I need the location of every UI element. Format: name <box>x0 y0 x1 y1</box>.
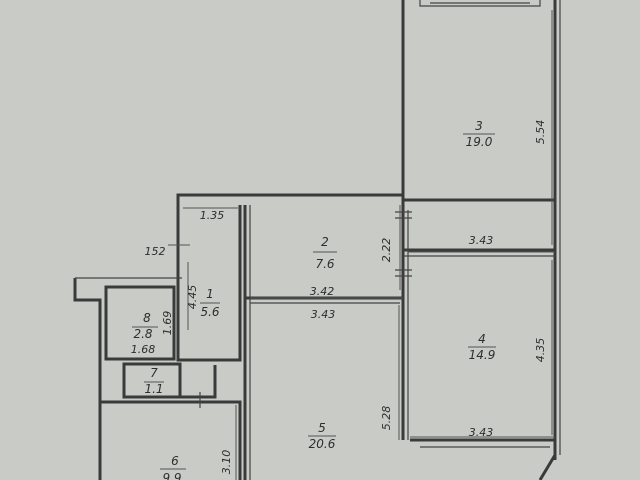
dim-222: 2.22 <box>380 238 393 263</box>
room-2-number: 2 <box>321 235 329 249</box>
room-6-number: 6 <box>171 454 179 468</box>
dim-310: 3.10 <box>220 450 233 475</box>
room-1-number: 1 <box>206 287 214 301</box>
room-7-number: 7 <box>150 366 158 380</box>
room-1-area: 5.6 <box>200 305 219 319</box>
dim-169: 1.69 <box>161 311 174 336</box>
dim-554: 5.54 <box>534 120 547 145</box>
dim-343-top: 3.43 <box>469 234 494 247</box>
room-7-right <box>180 365 217 399</box>
corridor-left-wall <box>176 205 242 362</box>
room-4-area: 14.9 <box>469 348 496 362</box>
right-block-wall <box>401 0 555 202</box>
dim-342: 3.42 <box>310 285 335 298</box>
room-2-area: 7.6 <box>315 257 334 271</box>
dim-135: 1.35 <box>200 209 225 222</box>
door-tick-2 <box>395 269 412 277</box>
dimension-labels: 1.35 152 4.45 1.69 1.68 3.42 3.43 3.43 2… <box>131 120 547 475</box>
room-5-number: 5 <box>318 421 326 435</box>
room-8-walls <box>104 285 176 361</box>
dim-343-mid: 3.43 <box>311 308 336 321</box>
dim-152: 152 <box>145 245 166 258</box>
room-6-area: 9.9 <box>162 471 181 480</box>
dim-435: 4.35 <box>534 338 547 363</box>
room-3-number: 3 <box>475 119 483 133</box>
top-window <box>419 0 541 7</box>
room-labels: 3 19.0 2 7.6 1 5.6 8 2.8 7 1.1 4 14.9 5 … <box>132 119 496 480</box>
left-outer-wall <box>73 278 102 480</box>
dim-168: 1.68 <box>131 343 156 356</box>
room-6-walls <box>100 400 242 480</box>
room-8-number: 8 <box>143 311 151 325</box>
dim-528: 5.28 <box>380 406 393 431</box>
top-left-wall <box>176 193 403 262</box>
room-7-area: 1.1 <box>144 382 163 396</box>
door-tick-1 <box>395 211 412 219</box>
room-8-area: 2.8 <box>133 327 152 341</box>
room-3-area: 19.0 <box>466 135 493 149</box>
dim-445: 4.45 <box>186 285 199 310</box>
room-5-area: 20.6 <box>309 437 336 451</box>
balcony-bottom <box>410 438 557 480</box>
room-4-number: 4 <box>478 332 486 346</box>
dim-343-bottom: 3.43 <box>469 426 494 439</box>
room-7-walls <box>122 362 182 399</box>
dimension-lines <box>168 10 555 480</box>
